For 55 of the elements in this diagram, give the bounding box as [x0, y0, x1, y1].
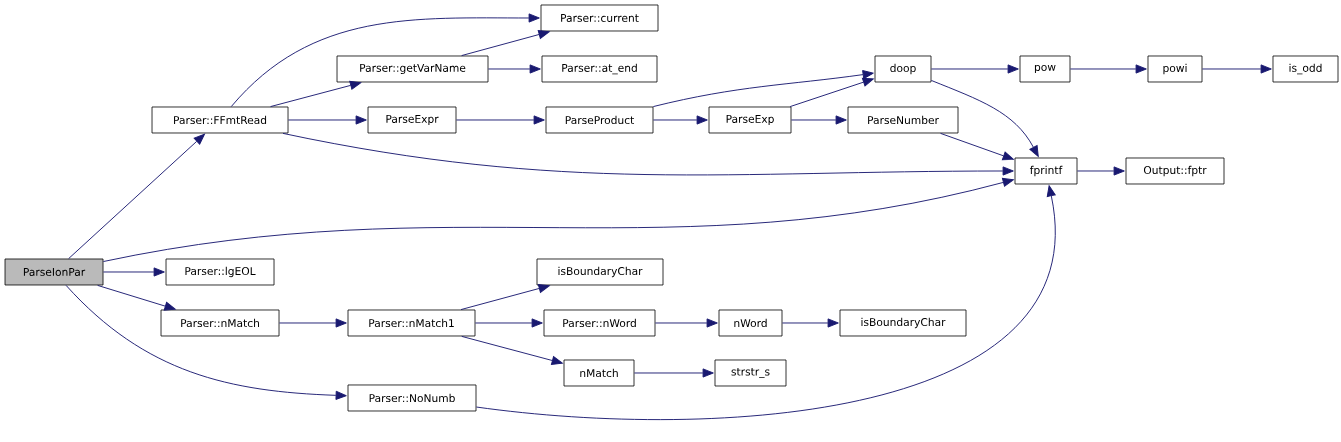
arrow	[487, 64, 541, 74]
function-box: Parser::nMatch1	[347, 309, 476, 337]
arrow	[68, 133, 205, 260]
arrow	[461, 335, 563, 365]
arrow	[781, 318, 839, 328]
function-box: Parser::getVarName	[336, 55, 489, 83]
function-box: ParseExp	[708, 106, 792, 134]
function-box: is_odd	[1272, 55, 1339, 83]
arrow	[652, 70, 874, 108]
arrow	[282, 132, 1014, 176]
function-box: Parser::lgEOL	[165, 258, 275, 286]
arrow	[1201, 64, 1272, 74]
arrow	[278, 318, 347, 328]
function-box: nWord	[718, 309, 783, 337]
function-box: Parser::NoNumb	[347, 384, 477, 412]
arrow	[474, 318, 543, 328]
function-box: Parser::nMatch	[160, 309, 280, 337]
function-box: fprintf	[1014, 157, 1078, 185]
function-box: nMatch	[563, 359, 635, 387]
arrow	[461, 30, 550, 57]
arrow	[97, 284, 176, 311]
arrow	[102, 177, 1014, 262]
function-box: ParseIonPar	[4, 258, 104, 286]
function-box: pow	[1019, 55, 1071, 83]
arrow	[789, 77, 874, 108]
arrow	[1069, 64, 1147, 74]
arrow	[654, 318, 718, 328]
arrow	[633, 368, 714, 378]
arrow	[65, 284, 347, 400]
function-box: powi	[1147, 55, 1203, 83]
function-box: isBoundaryChar	[536, 258, 664, 286]
arrow	[455, 115, 545, 125]
arrow	[460, 283, 550, 311]
function-box: ParseNumber	[847, 106, 959, 134]
function-box: strstr_s	[714, 359, 787, 387]
function-box: Parser::FFmtRead	[151, 106, 289, 134]
function-box: ParseExpr	[367, 106, 457, 134]
function-box: Parser::at_end	[541, 55, 658, 83]
arrow	[287, 115, 367, 125]
arrow	[230, 13, 540, 108]
function-box: ParseProduct	[545, 106, 654, 134]
function-box: Parser::nWord	[543, 309, 656, 337]
function-box: isBoundaryChar	[839, 309, 967, 337]
arrow	[475, 185, 1056, 420]
arrow	[102, 267, 165, 277]
function-box: Parser::current	[540, 4, 659, 32]
arrow	[1076, 166, 1125, 176]
arrow	[930, 64, 1019, 74]
arrow	[940, 132, 1014, 161]
function-box: Output::fptr	[1125, 157, 1225, 185]
arrow	[652, 115, 708, 125]
arrow	[930, 80, 1039, 157]
function-box: doop	[874, 55, 932, 83]
arrow	[270, 80, 362, 108]
arrow	[790, 115, 847, 125]
